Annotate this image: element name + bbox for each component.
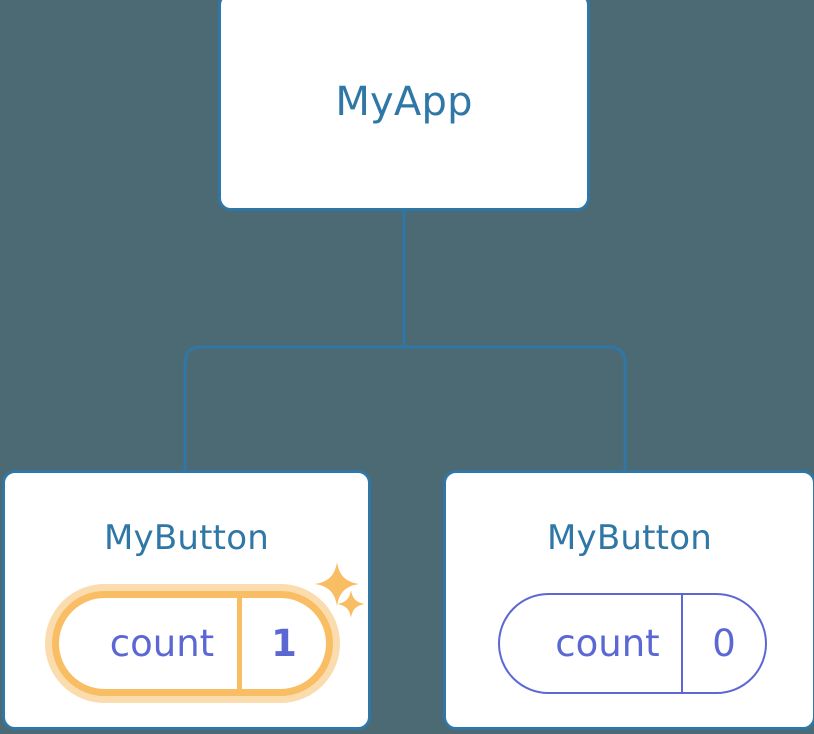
node-mybutton-left-label: MyButton bbox=[104, 518, 269, 558]
connector-branch-bus bbox=[183, 345, 627, 470]
node-mybutton-left[interactable]: MyButton count 1 bbox=[2, 470, 371, 730]
state-pill-count-idle[interactable]: count 0 bbox=[498, 593, 767, 694]
node-myapp-label: MyApp bbox=[335, 79, 473, 125]
node-mybutton-right[interactable]: MyButton count 0 bbox=[443, 470, 814, 730]
node-myapp[interactable]: MyApp bbox=[218, 0, 590, 211]
state-pill-count-active[interactable]: count 1 bbox=[45, 584, 340, 703]
state-value-label: 1 bbox=[271, 622, 297, 665]
sparkle-icon-small bbox=[337, 590, 365, 618]
state-key-label: count bbox=[500, 595, 683, 692]
state-key-label: count bbox=[59, 598, 242, 689]
sparkle-icon bbox=[315, 562, 359, 606]
node-mybutton-right-label: MyButton bbox=[547, 518, 712, 558]
state-pill-body[interactable]: count 1 bbox=[52, 591, 333, 696]
state-value-label: 0 bbox=[712, 622, 736, 665]
